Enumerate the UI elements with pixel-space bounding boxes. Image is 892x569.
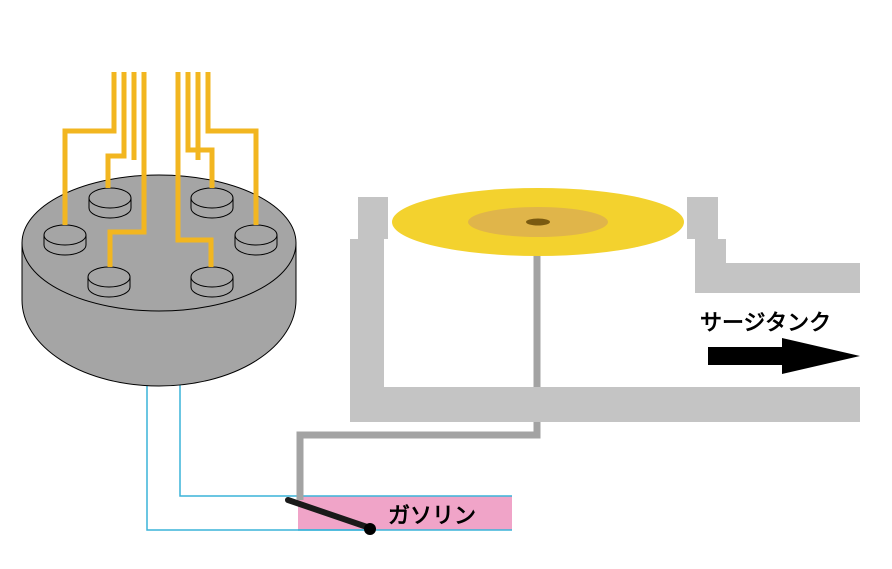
gasoline-label: ガソリン (388, 504, 476, 529)
terminal-pads (43, 187, 278, 298)
terminal-pad (88, 187, 132, 219)
terminal-pad (87, 266, 131, 298)
linkage-rod (296, 255, 541, 500)
signal-wire-outer (146, 385, 370, 531)
signal-wires (146, 385, 370, 531)
lever-pivot (364, 523, 376, 535)
arrow-right-icon (708, 338, 860, 374)
float-lever (285, 497, 376, 535)
terminal-pad (190, 266, 234, 298)
pipe-right-upper (687, 197, 718, 239)
lead-wire (205, 72, 259, 225)
signal-wire-inner (179, 385, 298, 497)
lead-wire (175, 72, 214, 267)
terminal-pad (234, 224, 278, 256)
pipe-bottom-wall (350, 387, 860, 422)
lead-wires (62, 72, 259, 267)
lead-wire (62, 72, 117, 225)
lead-wire (105, 72, 127, 188)
lead-wire (107, 72, 147, 267)
diaphragm-center (526, 218, 550, 226)
diaphragm (392, 188, 684, 256)
terminal-pad (43, 224, 87, 256)
intake-pipe (350, 197, 860, 422)
surge-tank-indicator: サージタンク (700, 311, 860, 374)
pipe-right-step (695, 239, 726, 263)
pipe-right-top-wall (695, 263, 860, 293)
pipe-left-upper (358, 197, 388, 239)
surge-tank-label: サージタンク (700, 311, 831, 336)
lever-arm (285, 497, 373, 531)
terminal-pad (190, 187, 234, 219)
